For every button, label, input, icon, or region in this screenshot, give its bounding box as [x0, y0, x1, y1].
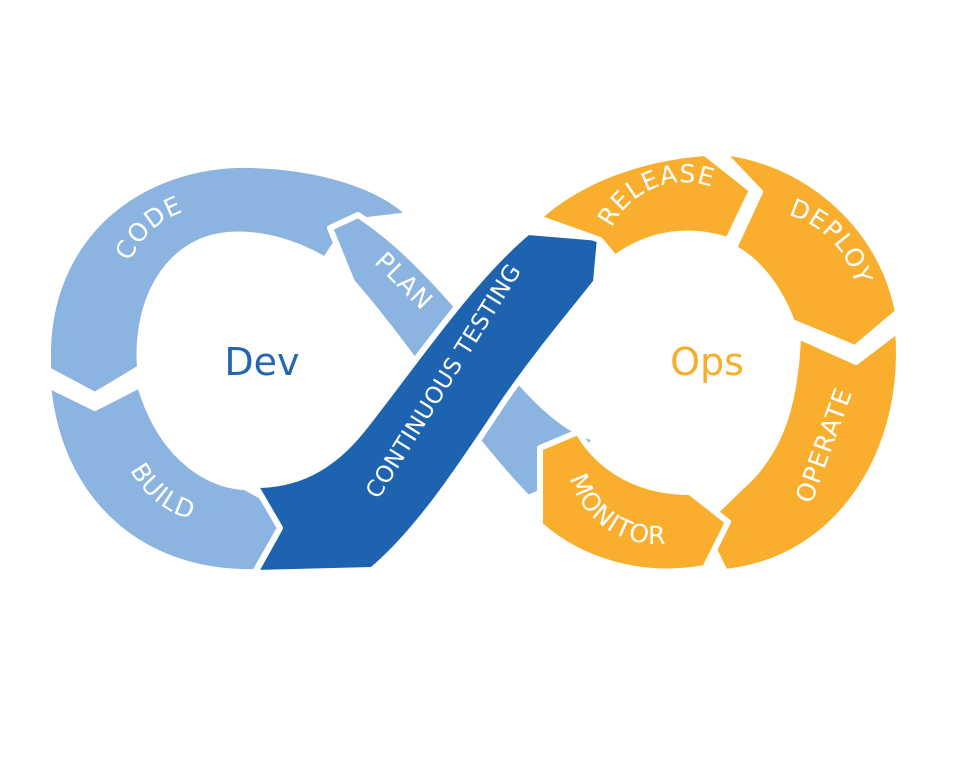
- dev-center-label: Dev: [224, 340, 299, 384]
- stage-operate-segment: [699, 327, 902, 575]
- stage-monitor-segment: [537, 429, 731, 575]
- stage-code-segment: [45, 161, 413, 398]
- ops-center-label: Ops: [670, 340, 744, 384]
- ops-loop: RELEASE DEPLOY OPERATE MONITOR: [535, 149, 902, 575]
- stage-release-segment: [535, 150, 755, 261]
- stage-deploy-segment: [719, 149, 901, 351]
- continuous-testing-arrow: [252, 229, 603, 576]
